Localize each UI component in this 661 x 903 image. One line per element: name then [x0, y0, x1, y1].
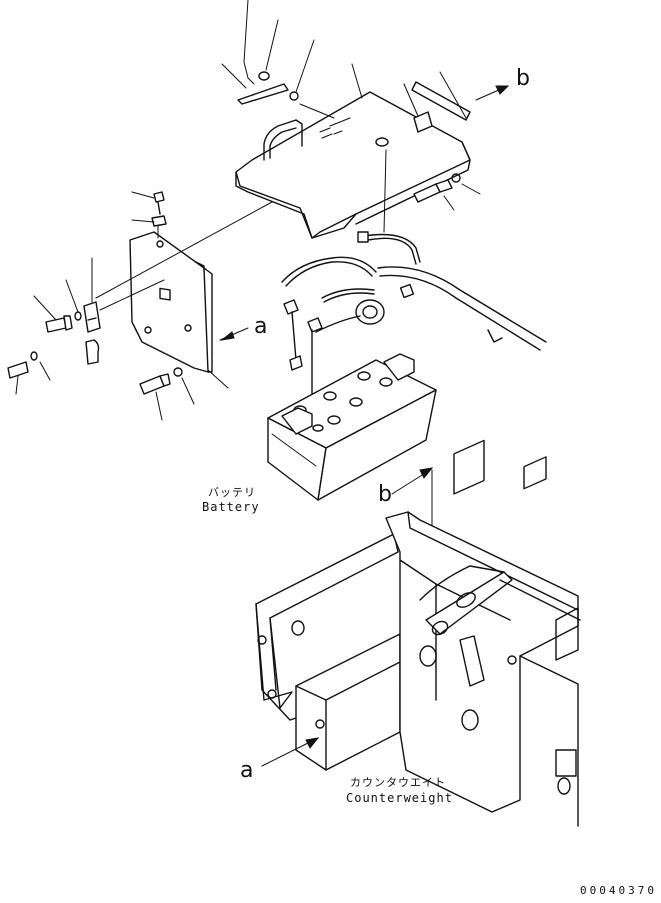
bolt-bracket-bottom — [139, 367, 195, 421]
ref-b-top: b — [516, 66, 530, 91]
bolt-cover — [413, 173, 481, 211]
arrow-b-top — [475, 85, 510, 101]
ref-b-battery: b — [378, 482, 392, 507]
arrow-a-top — [219, 327, 249, 341]
battery-label-en: Battery — [202, 500, 260, 514]
counterweight-frame — [255, 439, 581, 827]
ref-a-bottom: a — [240, 758, 254, 783]
ref-a-top: a — [254, 314, 268, 339]
battery-cover — [235, 91, 471, 239]
counterweight-label-jp: カウンタウエイト — [350, 776, 446, 789]
hasp-assembly — [7, 257, 101, 395]
counterweight-label-en: Counterweight — [346, 791, 453, 805]
arrow-a-bottom — [261, 737, 320, 767]
lock-pin — [221, 0, 315, 105]
drawing-code: 00040370 — [580, 884, 657, 897]
side-bracket — [129, 231, 213, 373]
battery-icon — [267, 353, 437, 501]
battery-label-jp: バッテリ — [208, 486, 256, 499]
cover-plate — [411, 71, 471, 121]
battery-cables — [281, 231, 547, 421]
bolt-nut-top — [131, 191, 167, 239]
